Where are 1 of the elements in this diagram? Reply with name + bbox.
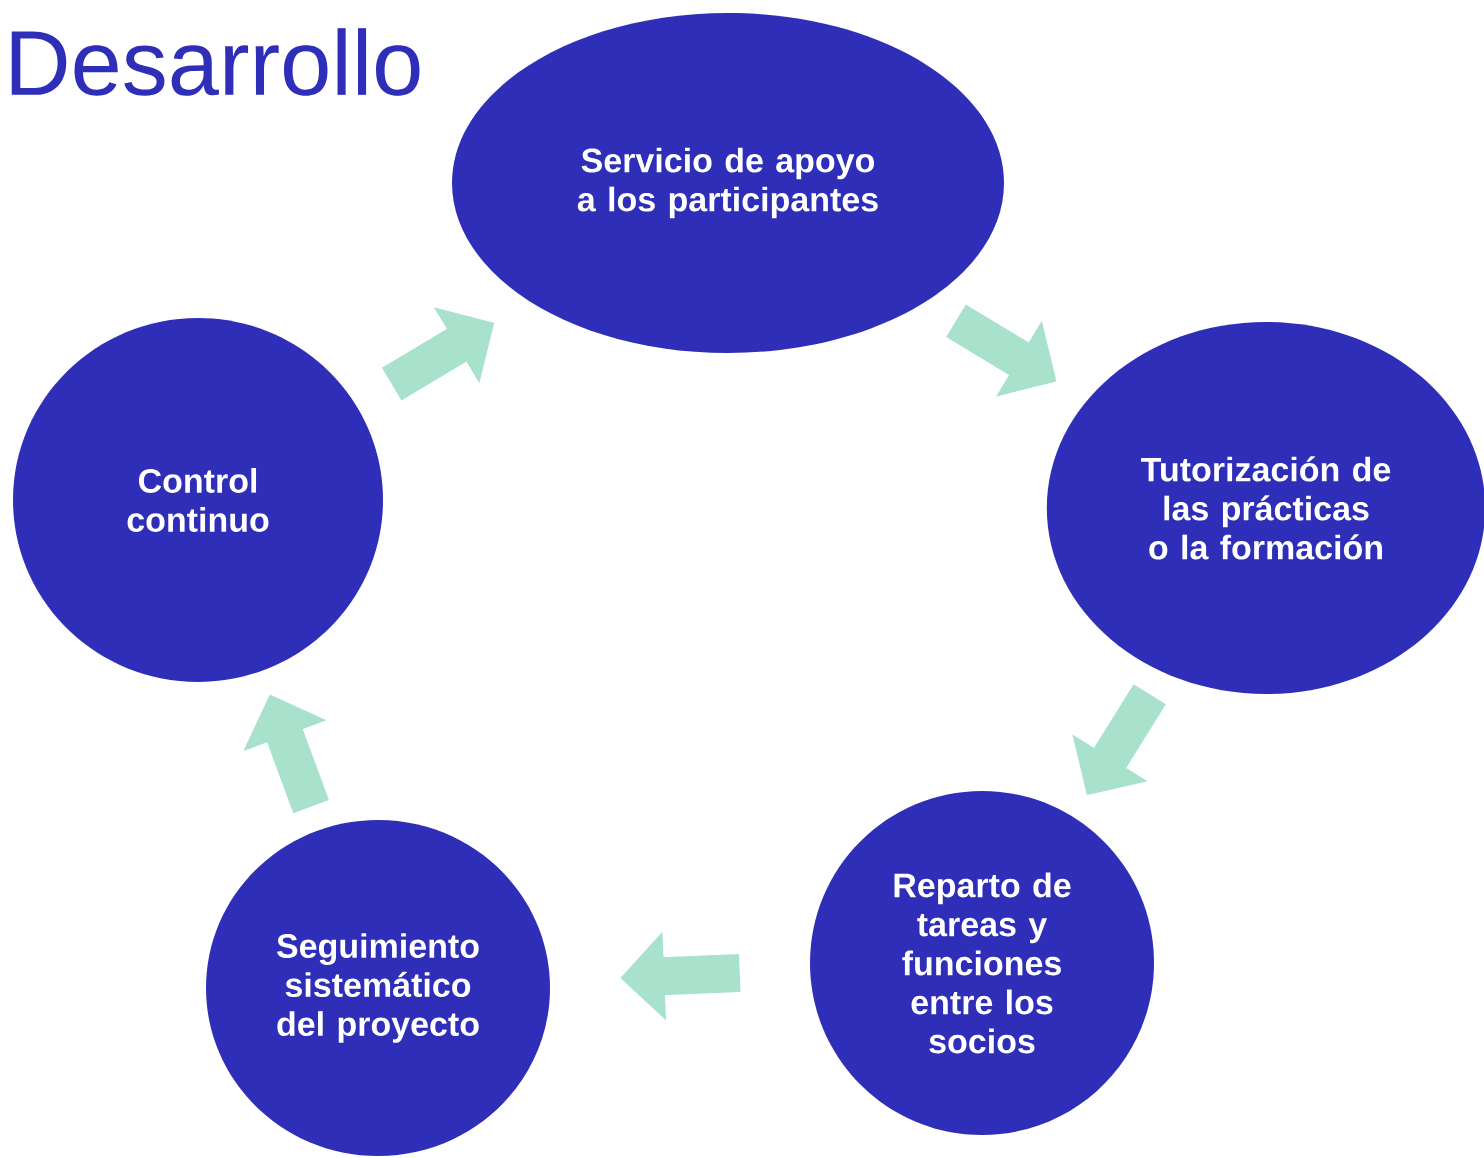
title: Desarrollo (11, 28, 420, 96)
